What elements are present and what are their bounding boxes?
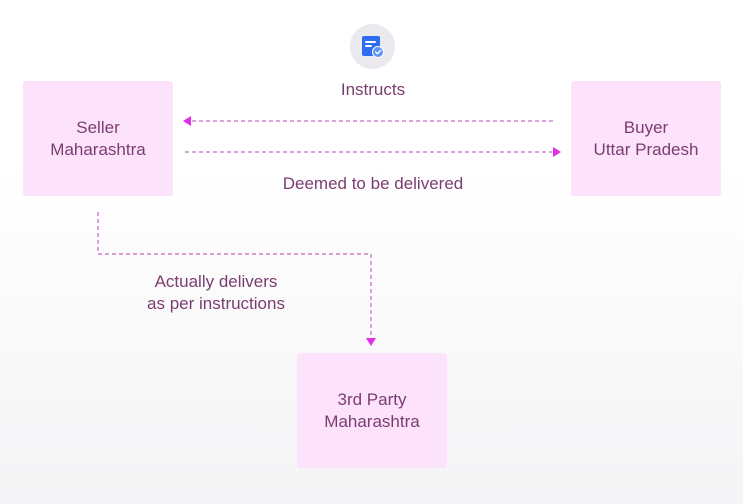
buyer-location: Uttar Pradesh xyxy=(593,139,699,159)
seller-location: Maharashtra xyxy=(50,139,146,159)
actual-delivery-line2: as per instructions xyxy=(147,294,285,313)
third-party-box: 3rd Party Maharashtra xyxy=(297,353,447,468)
third-party-title: 3rd Party xyxy=(337,389,407,409)
actual-delivery-line xyxy=(97,212,372,338)
document-check-icon xyxy=(350,24,395,69)
actual-delivery-label: Actually delivers as per instructions xyxy=(116,271,316,315)
buyer-box: Buyer Uttar Pradesh xyxy=(571,81,721,196)
deemed-delivered-label: Deemed to be delivered xyxy=(282,174,464,193)
instructs-arrowhead xyxy=(183,116,191,126)
seller-box: Seller Maharashtra xyxy=(23,81,173,196)
deemed-arrowhead xyxy=(553,147,561,157)
actual-delivery-line1: Actually delivers xyxy=(154,272,278,291)
buyer-title: Buyer xyxy=(623,117,669,137)
instructs-label: Instructs xyxy=(340,80,406,99)
actual-delivery-arrowhead xyxy=(366,338,376,346)
third-party-location: Maharashtra xyxy=(324,411,420,431)
seller-title: Seller xyxy=(76,117,120,137)
